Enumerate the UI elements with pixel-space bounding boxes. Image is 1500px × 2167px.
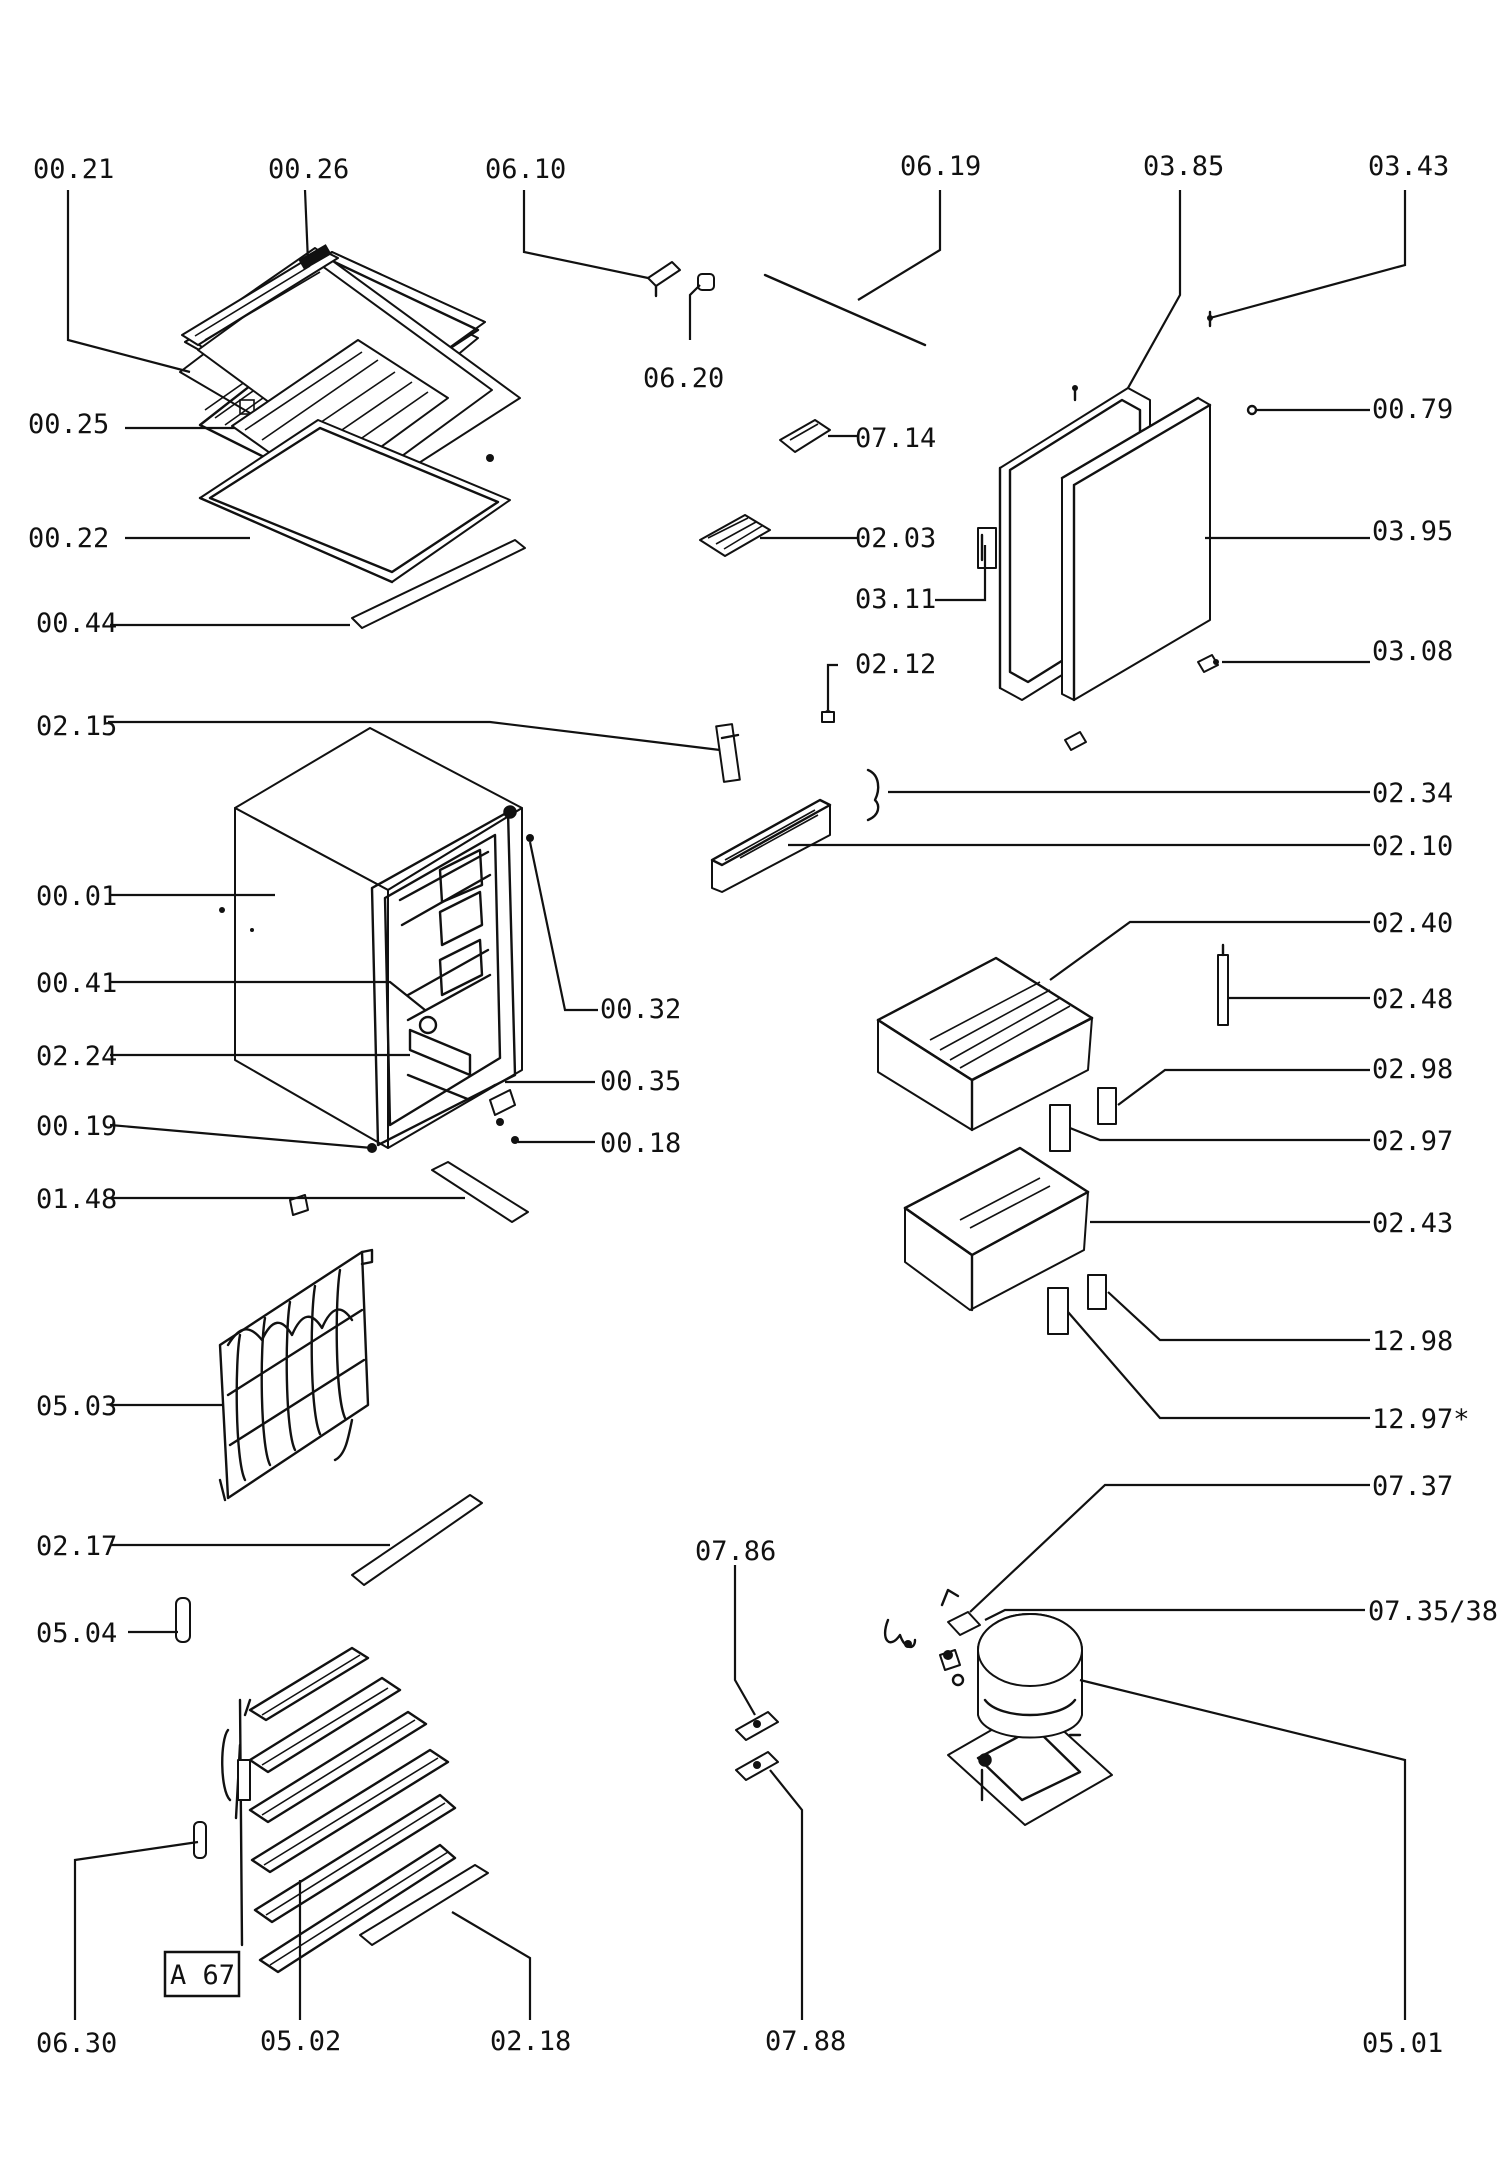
label-00-35: 00.35: [600, 1066, 681, 1097]
label-02-98: 02.98: [1372, 1054, 1453, 1085]
label-00-22: 00.22: [28, 523, 109, 554]
label-03-11: 03.11: [855, 584, 936, 615]
label-07-86: 07.86: [695, 1536, 776, 1567]
filter-drier-05-04: [175, 1597, 191, 1643]
label-07-88: 07.88: [765, 2026, 846, 2057]
label-00-21: 00.21: [33, 154, 114, 185]
label-00-25: 00.25: [28, 409, 109, 440]
label-03-43: 03.43: [1368, 151, 1449, 182]
label-00-41: 00.41: [36, 968, 117, 999]
label-00-19: 00.19: [36, 1111, 117, 1142]
label-02-97: 02.97: [1372, 1126, 1453, 1157]
compressor-assembly: [883, 1588, 1113, 1826]
label-02-43: 02.43: [1372, 1208, 1453, 1239]
label-00-79: 00.79: [1372, 394, 1453, 425]
part-labels: 00.21 00.26 06.10 06.19 03.85 03.43 06.2…: [28, 151, 1498, 2059]
label-05-03: 05.03: [36, 1391, 117, 1422]
label-06-30: 06.30: [36, 2028, 117, 2059]
label-02-17: 02.17: [36, 1531, 117, 1562]
label-06-20: 06.20: [643, 363, 724, 394]
label-05-02: 05.02: [260, 2026, 341, 2057]
thermostat-parts: [735, 1711, 779, 1781]
label-06-19: 06.19: [900, 151, 981, 182]
freezer-flap-parts: [710, 710, 880, 893]
capillary-06-30: [193, 1821, 207, 1859]
label-07-35-38: 07.35/38: [1368, 1596, 1498, 1627]
diagram-code: A 67: [170, 1960, 235, 1991]
cabinet-body: [219, 727, 534, 1153]
label-02-48: 02.48: [1372, 984, 1453, 1015]
label-01-48: 01.48: [36, 1184, 117, 1215]
label-02-03: 02.03: [855, 523, 936, 554]
evaporator-grid: [221, 1646, 457, 1974]
support-bar-02-18: [359, 1864, 489, 1946]
label-03-08: 03.08: [1372, 636, 1453, 667]
label-02-12: 02.12: [855, 649, 936, 680]
label-07-14: 07.14: [855, 423, 936, 454]
label-06-10: 06.10: [485, 154, 566, 185]
label-02-15: 02.15: [36, 711, 117, 742]
cabinet-small-parts: [289, 1089, 529, 1223]
label-12-98: 12.98: [1372, 1326, 1453, 1357]
label-03-95: 03.95: [1372, 516, 1453, 547]
label-12-97: 12.97*: [1372, 1404, 1470, 1435]
label-00-18: 00.18: [600, 1128, 681, 1159]
label-02-24: 02.24: [36, 1041, 117, 1072]
label-02-34: 02.34: [1372, 778, 1453, 809]
upper-centre-parts: [647, 261, 927, 557]
label-00-32: 00.32: [600, 994, 681, 1025]
label-02-10: 02.10: [1372, 831, 1453, 862]
label-02-18: 02.18: [490, 2026, 571, 2057]
condenser-coil: [218, 1248, 374, 1502]
diagram-code-box: A 67: [163, 1950, 241, 1998]
door-assembly: [977, 310, 1258, 751]
label-05-01: 05.01: [1362, 2028, 1443, 2059]
crisper-drawers: [876, 943, 1229, 1335]
label-00-44: 00.44: [36, 608, 117, 639]
label-05-04: 05.04: [36, 1618, 117, 1649]
top-panel-assembly: [179, 244, 526, 629]
label-02-40: 02.40: [1372, 908, 1453, 939]
label-00-01: 00.01: [36, 881, 117, 912]
leader-lines: [66, 189, 1407, 2020]
label-00-26: 00.26: [268, 154, 349, 185]
label-07-37: 07.37: [1372, 1471, 1453, 1502]
support-bar-02-17: [351, 1494, 483, 1586]
label-03-85: 03.85: [1143, 151, 1224, 182]
